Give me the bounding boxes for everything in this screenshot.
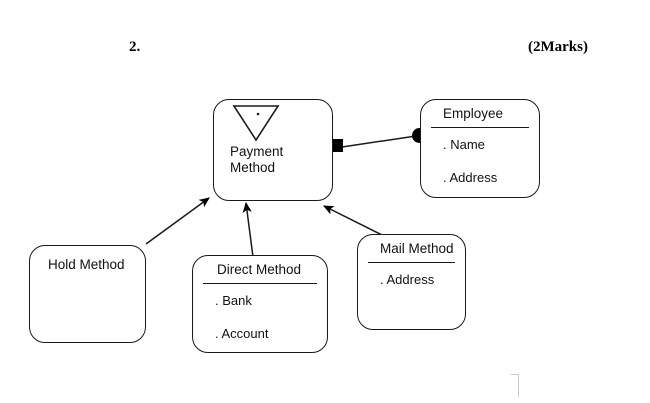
class-title-direct-method: Direct Method bbox=[203, 256, 317, 285]
class-box-mail-method[interactable]: Mail Method . Address bbox=[357, 234, 466, 330]
connector-direct-to-payment bbox=[242, 201, 254, 258]
attribute-list-direct-method: . Bank . Account bbox=[193, 284, 327, 341]
connector-payment-to-employee bbox=[341, 135, 417, 148]
class-box-payment-method[interactable]: Payment Method bbox=[213, 99, 333, 201]
attribute-item: . Account bbox=[215, 326, 269, 342]
class-title-payment-method: Payment Method bbox=[230, 144, 284, 176]
class-title-hold-method: Hold Method bbox=[48, 257, 125, 272]
attribute-item: . Name bbox=[443, 137, 485, 153]
class-title-mail-method: Mail Method bbox=[368, 235, 455, 264]
attribute-item: . Address bbox=[443, 170, 498, 186]
class-box-direct-method[interactable]: Direct Method . Bank . Account bbox=[192, 255, 328, 353]
class-box-hold-method[interactable]: Hold Method bbox=[29, 245, 146, 343]
scan-artifact-mark bbox=[511, 374, 519, 397]
class-title-employee: Employee bbox=[431, 100, 529, 129]
attribute-item: . Bank bbox=[215, 293, 252, 309]
attribute-list-employee: . Name . Address bbox=[421, 128, 539, 185]
connector-mail-to-payment bbox=[323, 205, 389, 239]
question-number: 2. bbox=[129, 39, 141, 55]
attribute-list-mail-method: . Address bbox=[358, 263, 465, 288]
connector-hold-to-payment bbox=[145, 197, 210, 245]
marks-label: (2Marks) bbox=[528, 39, 588, 55]
class-box-employee[interactable]: Employee . Name . Address bbox=[420, 99, 540, 198]
attribute-item: . Address bbox=[380, 272, 435, 288]
inverted-triangle-icon bbox=[232, 105, 280, 142]
